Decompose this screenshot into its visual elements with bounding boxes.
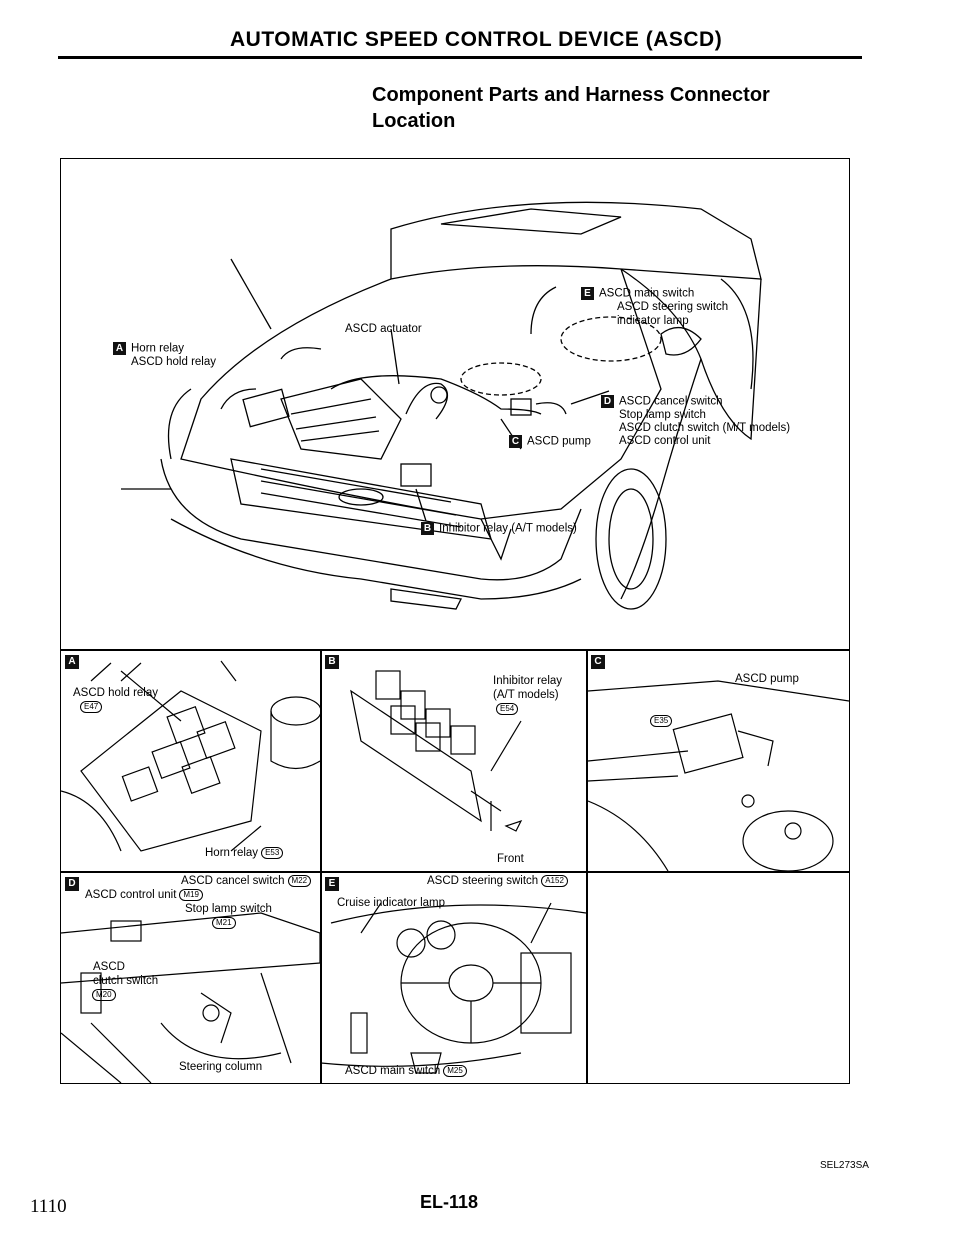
grid-line [61, 871, 849, 873]
panel-c-tag: C [591, 655, 605, 669]
panel-c-conn-e35: E35 [647, 715, 673, 728]
panel-b-front: Front [497, 853, 524, 865]
grid-line [586, 649, 588, 1083]
panel-b-tag: B [325, 655, 339, 669]
panel-d-ascd: ASCD [93, 961, 125, 973]
panel-d-stop-lamp: Stop lamp switch [185, 903, 272, 915]
panel-a-illustration [61, 660, 320, 852]
panel-b-illustration [350, 670, 523, 832]
panel-b-inhibitor: Inhibitor relay [493, 675, 563, 687]
page-number: 1110 [30, 1196, 67, 1217]
label-indicator-lamp: indicator lamp [617, 315, 689, 327]
panel-b-conn-e54: E54 [493, 703, 519, 716]
grid-line [61, 649, 849, 651]
box-e-marker: E [581, 287, 594, 300]
panel-b-at-models: (A/T models) [493, 689, 559, 701]
panel-a-hold-relay: ASCD hold relay [73, 687, 159, 699]
box-d-marker: D [601, 395, 614, 408]
label-clutch-switch: ASCD clutch switch (M/T models) [619, 422, 791, 434]
section-title-line1: Component Parts and Harness Connector [372, 84, 770, 106]
label-stop-lamp: Stop lamp switch [619, 409, 706, 421]
panel-c-pump: ASCD pump [735, 673, 799, 685]
box-c-marker: C [509, 435, 522, 448]
panel-a-tag: A [65, 655, 79, 669]
panel-d-conn-m21: M21 [209, 917, 236, 930]
panel-e-illustration [321, 902, 586, 1074]
panel-a-conn-e47: E47 [77, 701, 103, 714]
panel-d-conn-m20: M20 [89, 989, 116, 1002]
panel-e-cruise-lamp: Cruise indicator lamp [337, 897, 446, 909]
label-control-unit: ASCD control unit [619, 435, 711, 447]
panel-d-clutch: clutch switch [93, 975, 159, 987]
label-hold-relay: ASCD hold relay [131, 356, 217, 368]
box-a-marker: A [113, 342, 126, 355]
panel-e-tag: E [325, 877, 339, 891]
header-rule [58, 56, 862, 59]
panel-d-illustration [61, 912, 320, 1083]
label-actuator: ASCD actuator [345, 323, 422, 335]
section-title: Component Parts and Harness Connector Lo… [372, 82, 832, 134]
panel-c-illustration [588, 680, 849, 871]
panel-d-steering-column: Steering column [179, 1061, 263, 1073]
section-title-line2: Location [372, 110, 456, 132]
page-reference: EL-118 [420, 1192, 479, 1212]
label-steering-switch: ASCD steering switch [617, 301, 729, 313]
panel-d-tag: D [65, 877, 79, 891]
page-header: AUTOMATIC SPEED CONTROL DEVICE (ASCD) [230, 28, 723, 51]
figure-code: SEL273SA [820, 1160, 869, 1171]
grid-line [320, 649, 322, 1083]
box-b-marker: B [421, 522, 434, 535]
car-illustration [121, 201, 762, 610]
